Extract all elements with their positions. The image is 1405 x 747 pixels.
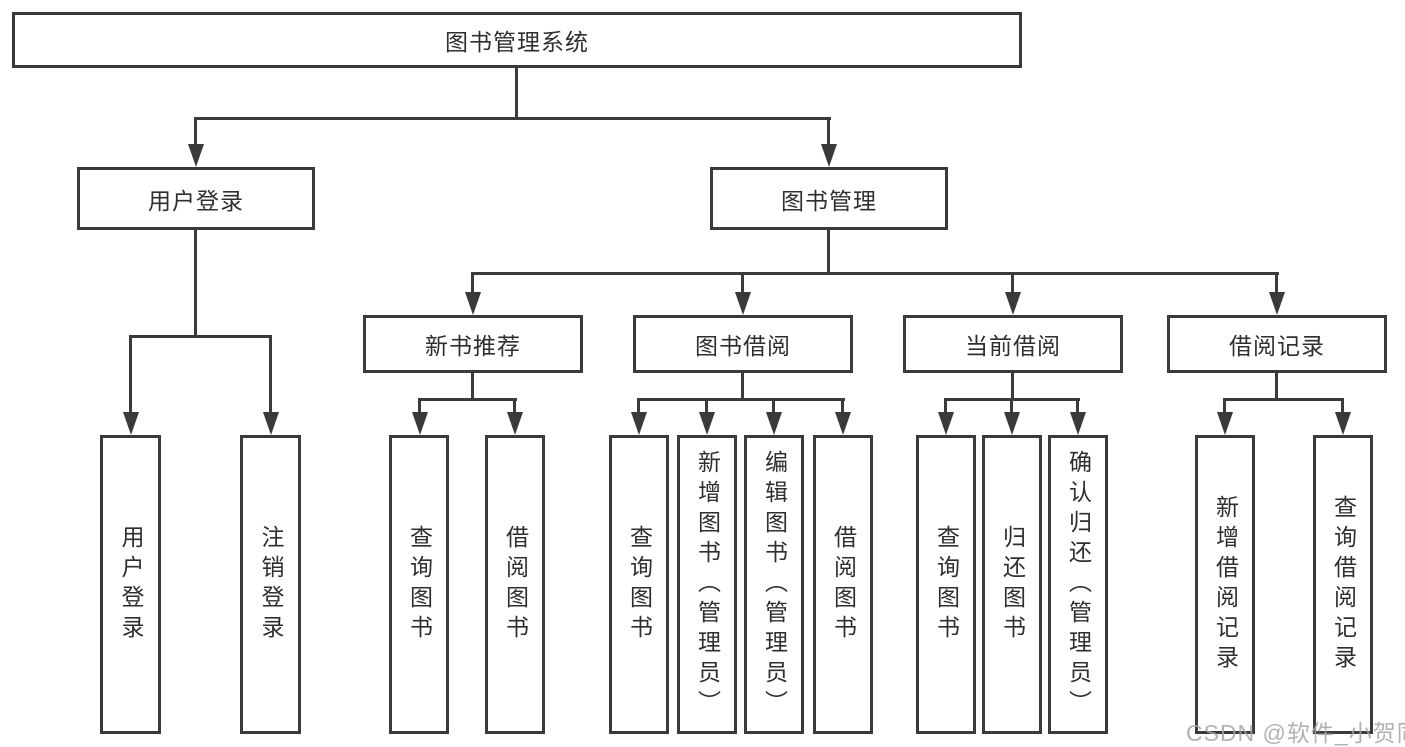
leaf-user-login: 用户登录 bbox=[100, 435, 161, 734]
connector-line bbox=[194, 117, 831, 120]
node-label: 当前借阅 bbox=[965, 333, 1061, 359]
node-label: 注销登录 bbox=[258, 524, 284, 645]
arrowhead-icon bbox=[123, 412, 139, 435]
connector-line bbox=[513, 398, 516, 416]
node-label: 图书借阅 bbox=[695, 333, 791, 359]
node-label: 用户登录 bbox=[148, 187, 244, 214]
node-label: 用户登录 bbox=[118, 524, 144, 645]
connector-line bbox=[130, 335, 272, 338]
connector-line bbox=[1076, 398, 1079, 416]
connector-line bbox=[269, 335, 272, 415]
connector-line bbox=[1275, 272, 1278, 296]
arrowhead-icon bbox=[1005, 292, 1021, 315]
connector-line bbox=[772, 398, 775, 416]
connector-line bbox=[705, 398, 708, 416]
connector-line bbox=[1011, 373, 1014, 401]
node-label: 编辑图书（管理员） bbox=[761, 449, 788, 720]
connector-line bbox=[471, 373, 474, 401]
connector-line bbox=[471, 272, 1279, 275]
node-label: 新增图书（管理员） bbox=[694, 449, 721, 720]
node-label: 新增借阅记录 bbox=[1212, 494, 1239, 675]
arrowhead-icon bbox=[938, 412, 954, 435]
arrowhead-icon bbox=[1269, 292, 1285, 315]
connector-line bbox=[827, 117, 830, 149]
leaf-logout: 注销登录 bbox=[240, 435, 301, 734]
arrowhead-icon bbox=[1070, 412, 1086, 435]
connector-line bbox=[741, 272, 744, 296]
leaf-borrow-books: 借阅图书 bbox=[485, 435, 545, 734]
connector-line bbox=[194, 117, 197, 149]
connector-line bbox=[129, 335, 132, 415]
leaf-query-books: 查询图书 bbox=[389, 435, 449, 734]
arrowhead-icon bbox=[507, 412, 523, 435]
connector-line bbox=[471, 272, 474, 296]
node-user-login: 用户登录 bbox=[77, 167, 315, 230]
node-label: 借阅图书 bbox=[502, 524, 529, 645]
node-book-borrowing: 图书借阅 bbox=[633, 315, 853, 373]
leaf-query-borrow-record: 查询借阅记录 bbox=[1313, 435, 1373, 734]
connector-line bbox=[827, 230, 830, 275]
arrowhead-icon bbox=[821, 144, 837, 167]
node-label: 图书管理系统 bbox=[445, 29, 589, 55]
connector-line bbox=[638, 398, 845, 401]
arrowhead-icon bbox=[188, 144, 204, 167]
leaf-query-books: 查询图书 bbox=[916, 435, 976, 734]
connector-line bbox=[841, 398, 844, 416]
node-label: 确认归还（管理员） bbox=[1065, 449, 1092, 720]
node-root-library-management-system: 图书管理系统 bbox=[12, 12, 1022, 68]
arrowhead-icon bbox=[1004, 412, 1020, 435]
node-current-borrowing: 当前借阅 bbox=[903, 315, 1123, 373]
arrowhead-icon bbox=[766, 412, 782, 435]
arrowhead-icon bbox=[835, 412, 851, 435]
leaf-borrow-books: 借阅图书 bbox=[813, 435, 873, 734]
connector-line bbox=[1223, 398, 1226, 416]
csdn-watermark: CSDN @软件_小贺同学 bbox=[1186, 720, 1405, 746]
connector-line bbox=[515, 68, 518, 119]
arrowhead-icon bbox=[465, 292, 481, 315]
arrowhead-icon bbox=[1217, 412, 1233, 435]
connector-line bbox=[418, 398, 421, 416]
node-label: 归还图书 bbox=[999, 524, 1026, 645]
arrowhead-icon bbox=[699, 412, 715, 435]
node-label: 查询借阅记录 bbox=[1330, 494, 1357, 675]
node-label: 借阅图书 bbox=[830, 524, 857, 645]
leaf-return-books: 归还图书 bbox=[982, 435, 1042, 734]
leaf-edit-books-admin: 编辑图书（管理员） bbox=[744, 435, 804, 734]
leaf-confirm-return-admin: 确认归还（管理员） bbox=[1048, 435, 1108, 734]
node-label: 查询图书 bbox=[406, 524, 433, 645]
node-label: 查询图书 bbox=[626, 524, 653, 645]
connector-line bbox=[741, 373, 744, 401]
connector-line bbox=[1224, 398, 1343, 401]
arrowhead-icon bbox=[735, 292, 751, 315]
node-label: 图书管理 bbox=[781, 187, 877, 214]
arrowhead-icon bbox=[631, 412, 647, 435]
connector-line bbox=[194, 230, 197, 337]
arrowhead-icon bbox=[263, 412, 279, 435]
node-borrowing-records: 借阅记录 bbox=[1167, 315, 1387, 373]
connector-line bbox=[1275, 373, 1278, 401]
node-label: 新书推荐 bbox=[425, 333, 521, 359]
leaf-add-books-admin: 新增图书（管理员） bbox=[677, 435, 737, 734]
node-label: 借阅记录 bbox=[1229, 333, 1325, 359]
arrowhead-icon bbox=[1335, 412, 1351, 435]
arrowhead-icon bbox=[412, 412, 428, 435]
leaf-add-borrow-record: 新增借阅记录 bbox=[1195, 435, 1255, 734]
connector-line bbox=[944, 398, 947, 416]
connector-line bbox=[1010, 398, 1013, 416]
node-book-management: 图书管理 bbox=[710, 167, 948, 230]
node-new-book-recommendation: 新书推荐 bbox=[363, 315, 583, 373]
connector-line bbox=[419, 398, 517, 401]
connector-line bbox=[1011, 272, 1014, 296]
connector-line bbox=[1341, 398, 1344, 416]
node-label: 查询图书 bbox=[933, 524, 960, 645]
connector-line bbox=[637, 398, 640, 416]
leaf-query-books: 查询图书 bbox=[609, 435, 669, 734]
